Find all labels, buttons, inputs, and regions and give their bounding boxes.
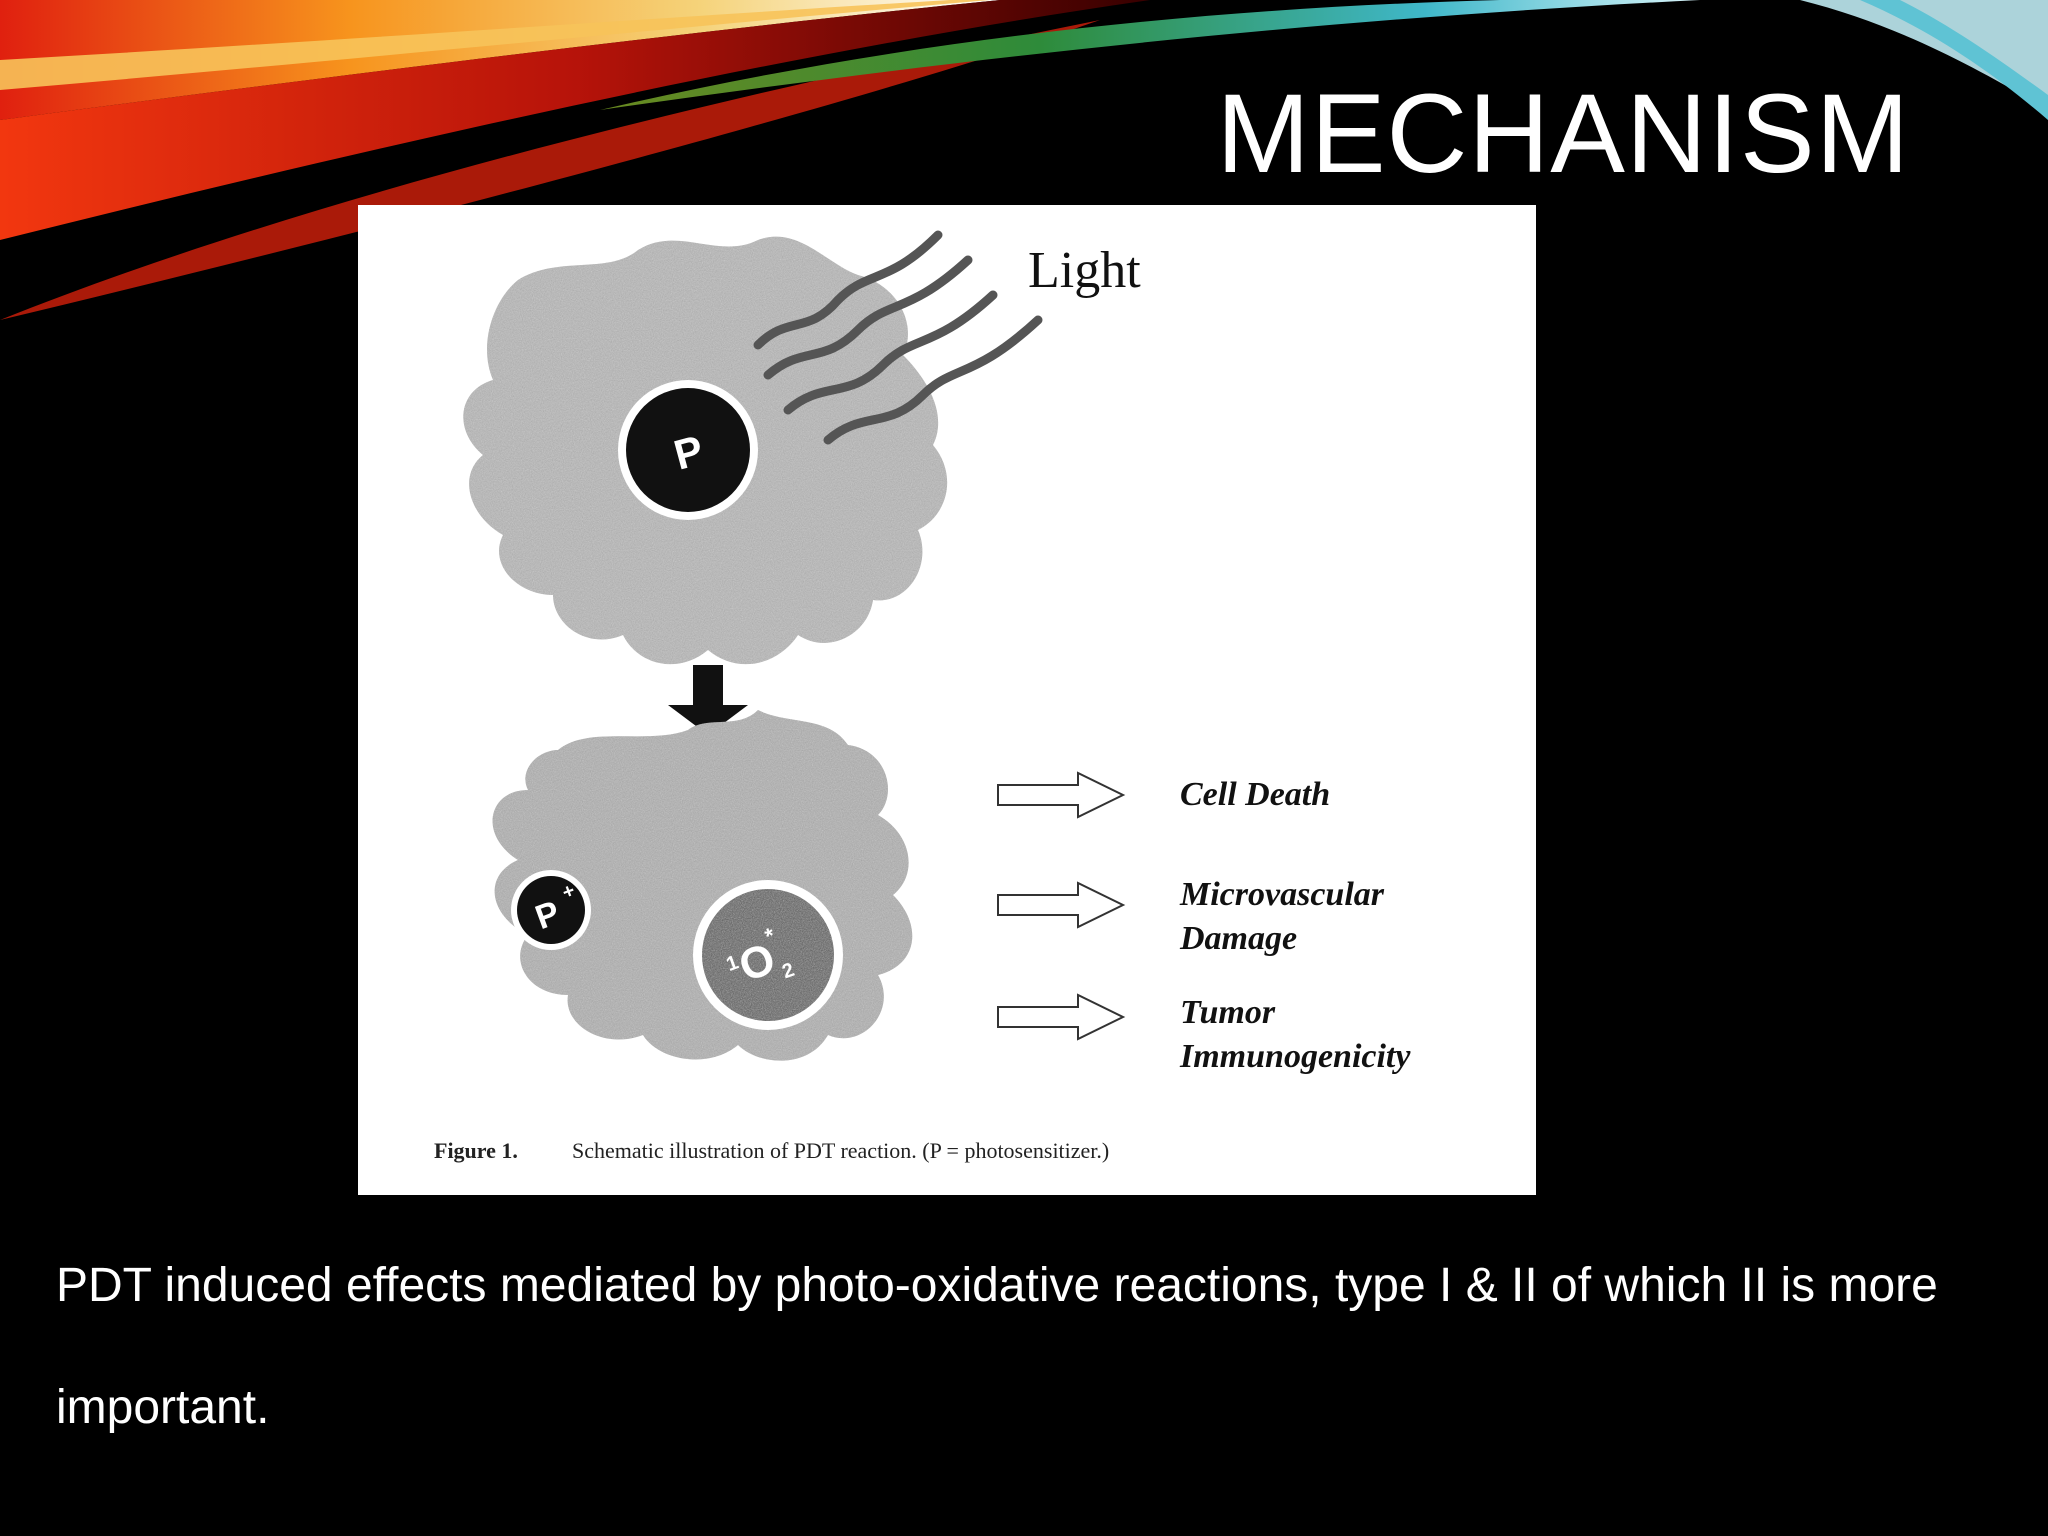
photosensitizer-circle <box>626 388 750 512</box>
pdt-schematic-diagram: P Light P + 1 O * 2 <box>434 230 1411 1163</box>
effect-tumor: Tumor <box>1180 994 1276 1031</box>
arrow-right-icon <box>997 993 1126 1041</box>
slide-title: MECHANISM <box>1216 71 1910 196</box>
down-arrow-icon <box>668 665 748 735</box>
effect-cell-death: Cell Death <box>1180 776 1330 813</box>
effect-microvascular: Microvascular <box>1179 876 1385 913</box>
decorative-swoosh <box>0 0 2048 320</box>
figure-panel: P Light P + 1 O * 2 <box>358 205 1536 1195</box>
effect-damage: Damage <box>1179 920 1297 957</box>
light-rays-icon <box>753 230 1043 445</box>
figure-caption-text: Schematic illustration of PDT reaction. … <box>572 1138 1109 1163</box>
singlet-oxygen-circle <box>702 889 834 1021</box>
p-plus-circle <box>517 876 585 944</box>
figure-caption-prefix: Figure 1. <box>434 1138 518 1163</box>
light-label: Light <box>1028 242 1141 299</box>
slide-body-text: PDT induced effects mediated by photo-ox… <box>56 1259 1938 1434</box>
arrow-right-icon <box>997 881 1126 929</box>
effect-arrows <box>997 771 1126 1041</box>
effect-immunogenicity: Immunogenicity <box>1179 1038 1411 1075</box>
arrow-right-icon <box>997 771 1126 819</box>
